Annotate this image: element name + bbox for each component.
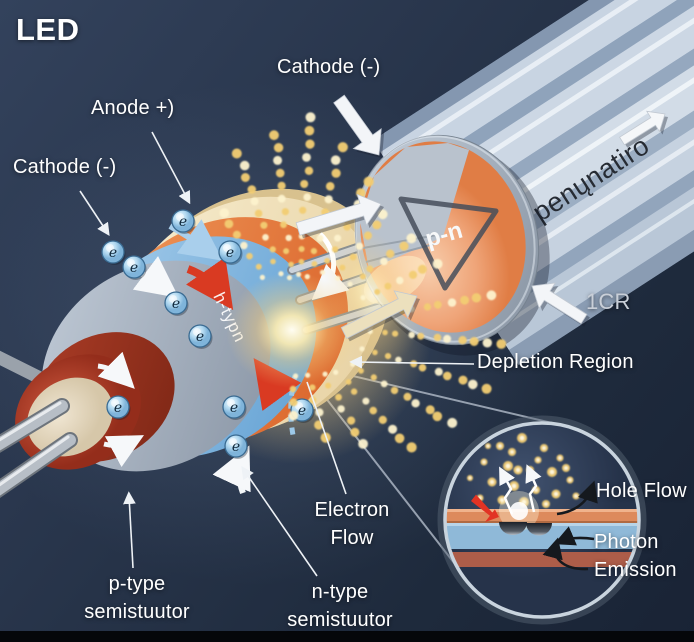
inset-bottom-layer-red xyxy=(445,552,639,567)
hole-flow-callout xyxy=(556,480,598,516)
diagram-title: LED xyxy=(16,12,80,47)
electron-symbol: e xyxy=(226,245,234,261)
electron-badge: e xyxy=(171,209,196,234)
electron-symbol: e xyxy=(298,403,306,419)
hole-bump xyxy=(526,523,552,536)
electron-badge: e xyxy=(224,434,249,459)
p-type-leader xyxy=(123,491,136,569)
electron-flow-label: Electron Flow xyxy=(314,499,390,549)
cathode-left-leader xyxy=(79,190,110,237)
photon-emission-label: Photon Emission xyxy=(594,531,677,581)
junction-triangle xyxy=(398,196,499,291)
magnifier-ring xyxy=(443,421,641,619)
anode-feed-arrow xyxy=(295,193,382,236)
disc-face-gray-sector xyxy=(360,143,469,270)
electron-path-arrow xyxy=(212,445,251,495)
electron-symbol: e xyxy=(172,296,180,312)
electron-symbol: e xyxy=(130,260,138,276)
electron-badge: e xyxy=(106,395,131,420)
hole-flow-red-arrow xyxy=(185,257,234,311)
electron-symbol: e xyxy=(230,400,238,416)
electron-symbol: e xyxy=(109,245,117,261)
cathode-top-arrow xyxy=(333,94,382,156)
electron-symbol: e xyxy=(179,214,187,230)
photon-callout xyxy=(553,526,595,546)
photon-zigzag-arrows xyxy=(499,464,542,515)
p-type-label: p-type semistuutor xyxy=(84,573,190,623)
red-cylinder-face xyxy=(27,377,113,457)
one-cr-label: 1CR xyxy=(586,289,631,314)
n-type-leader xyxy=(241,466,318,577)
magnifier-inset xyxy=(437,415,647,625)
electron-symbol: e xyxy=(232,439,240,455)
electron-symbol: e xyxy=(196,329,204,345)
depletion-leader xyxy=(349,355,475,369)
n-type-label: n-type semistuutor xyxy=(287,581,393,631)
electron-badge: e xyxy=(101,240,126,265)
hole-flow-label: Hole Flow xyxy=(596,480,687,502)
inset-red-arrow xyxy=(471,494,499,523)
tube-direction-arrow xyxy=(619,110,666,146)
yellow-feed-arrow xyxy=(340,290,418,339)
electron-badge: e xyxy=(164,291,189,316)
inset-callout-arrows xyxy=(542,480,598,571)
hole-bump xyxy=(499,522,527,535)
cathode-left-label: Cathode (-) xyxy=(13,156,117,178)
one-cr-arrow xyxy=(531,282,588,325)
big-indicator-arrows xyxy=(295,94,668,342)
anode-label: Anode +) xyxy=(91,97,175,119)
electron-path-arrow xyxy=(168,219,224,261)
anode-leader xyxy=(151,131,191,205)
electron-badge: e xyxy=(218,240,243,265)
electron-badge: e xyxy=(122,255,147,280)
depletion-region-label: Depletion Region xyxy=(477,351,634,373)
current-arrow xyxy=(97,351,135,389)
current-arrow xyxy=(103,435,145,468)
glow-core xyxy=(226,272,358,388)
lead-pins xyxy=(0,398,78,499)
electron-badge: e xyxy=(222,395,247,420)
electron-symbol: e xyxy=(114,400,122,416)
bottom-letterbox-bar xyxy=(0,631,694,642)
leader-lines xyxy=(79,131,475,577)
metal-tube-bundle: penųnatiro xyxy=(372,0,694,366)
electron-badge: e xyxy=(188,324,213,349)
electron-flow-leader xyxy=(306,381,347,495)
cathode-top-label: Cathode (-) xyxy=(277,56,381,78)
emission-callout xyxy=(542,537,589,571)
